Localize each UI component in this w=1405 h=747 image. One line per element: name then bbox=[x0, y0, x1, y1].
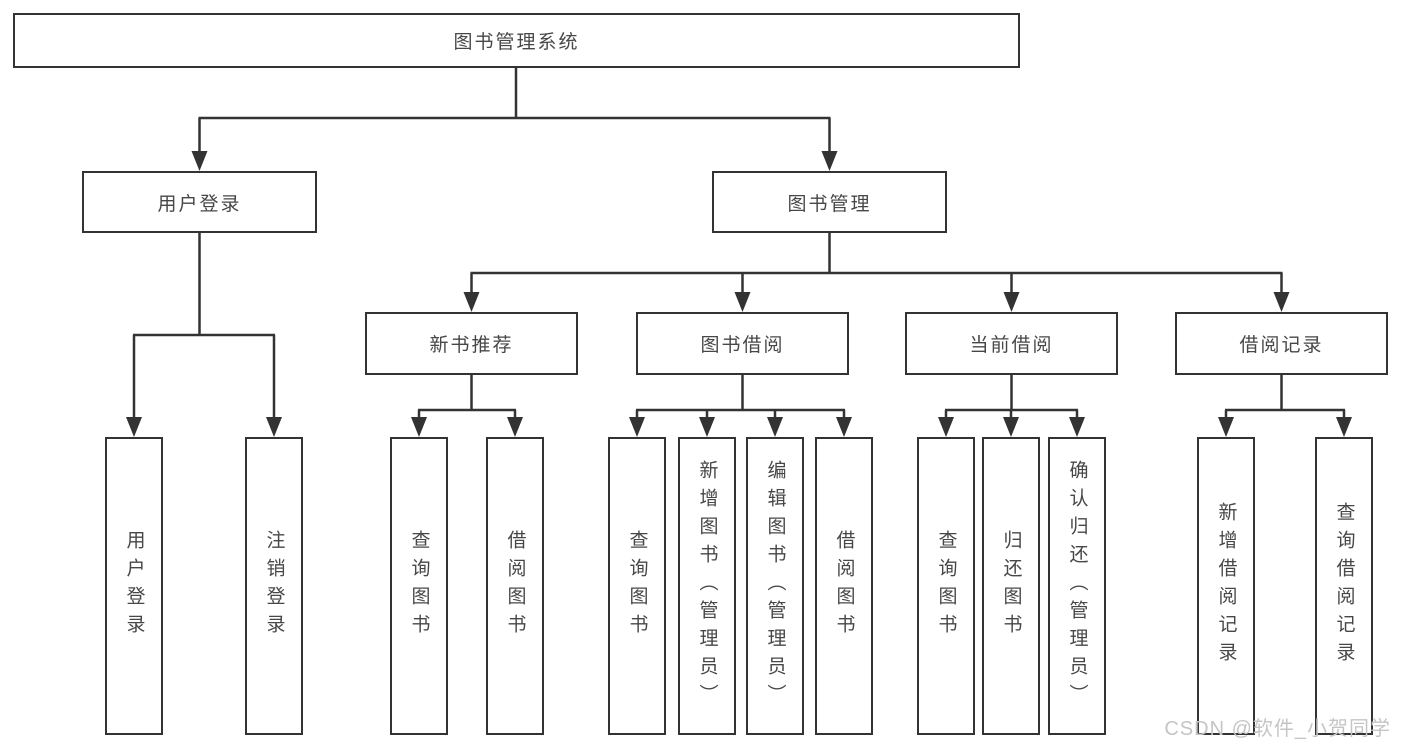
node-new-book-recommend: 新书推荐 bbox=[365, 312, 578, 375]
leaf-borrow-books-1: 借阅图书 bbox=[486, 437, 544, 735]
leaf-edit-book-admin: 编辑图书（管理员） bbox=[746, 437, 804, 735]
node-label: 图书管理系统 bbox=[453, 32, 580, 53]
node-label: 查询图书 bbox=[408, 530, 430, 642]
node-label: 查询图书 bbox=[626, 530, 648, 642]
leaf-query-borrow-record: 查询借阅记录 bbox=[1315, 437, 1373, 735]
leaf-return-book: 归还图书 bbox=[982, 437, 1040, 735]
node-label: 图书管理 bbox=[787, 193, 872, 215]
node-label: 图书借阅 bbox=[700, 335, 785, 356]
leaf-query-books-3: 查询图书 bbox=[917, 437, 975, 735]
node-label: 用户登录 bbox=[123, 530, 145, 642]
node-label: 注销登录 bbox=[263, 530, 285, 642]
leaf-add-borrow-record: 新增借阅记录 bbox=[1197, 437, 1255, 735]
node-current-borrow: 当前借阅 bbox=[905, 312, 1118, 375]
leaf-borrow-books-2: 借阅图书 bbox=[815, 437, 873, 735]
node-label: 编辑图书（管理员） bbox=[764, 460, 786, 712]
node-book-borrow: 图书借阅 bbox=[636, 312, 849, 375]
node-label: 借阅图书 bbox=[833, 530, 855, 642]
node-label: 用户登录 bbox=[157, 193, 242, 215]
node-label: 查询图书 bbox=[935, 530, 957, 642]
node-root: 图书管理系统 bbox=[13, 13, 1020, 68]
leaf-logout: 注销登录 bbox=[245, 437, 303, 735]
node-label: 查询借阅记录 bbox=[1333, 502, 1355, 670]
node-label: 新增图书（管理员） bbox=[696, 460, 718, 712]
csdn-watermark: CSDN @软件_小贺同学 bbox=[1164, 718, 1391, 740]
node-label: 归还图书 bbox=[1000, 530, 1022, 642]
leaf-user-login: 用户登录 bbox=[105, 437, 163, 735]
leaf-confirm-return-admin: 确认归还（管理员） bbox=[1048, 437, 1106, 735]
node-label: 新书推荐 bbox=[429, 335, 514, 356]
node-label: 当前借阅 bbox=[969, 335, 1054, 356]
leaf-add-book-admin: 新增图书（管理员） bbox=[678, 437, 736, 735]
leaf-query-books-1: 查询图书 bbox=[390, 437, 448, 735]
node-label: 确认归还（管理员） bbox=[1066, 460, 1088, 712]
node-user-login: 用户登录 bbox=[82, 171, 317, 233]
node-label: 新增借阅记录 bbox=[1215, 502, 1237, 670]
node-label: 借阅记录 bbox=[1239, 335, 1324, 356]
leaf-query-books-2: 查询图书 bbox=[608, 437, 666, 735]
node-book-management: 图书管理 bbox=[712, 171, 947, 233]
node-borrow-records: 借阅记录 bbox=[1175, 312, 1388, 375]
node-label: 借阅图书 bbox=[504, 530, 526, 642]
